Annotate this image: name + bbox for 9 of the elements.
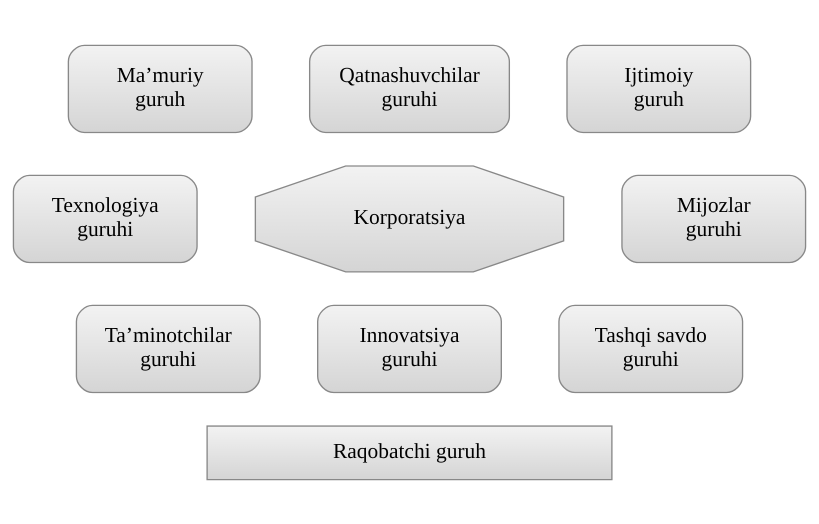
node-box: Mijozlar guruhi <box>621 174 806 263</box>
node-box: Ijtimoiy guruh <box>566 44 752 133</box>
node-box: Raqobatchi guruh <box>206 424 613 480</box>
node-box: Tashqi savdo guruhi <box>558 304 744 393</box>
node-box: Ma’muriy guruh <box>68 44 253 133</box>
node-box: Qatnashuvchilar guruhi <box>308 44 510 133</box>
node-box: Innovatsiya guruhi <box>317 304 502 393</box>
node-box: Ta’minotchilar guruhi <box>76 304 261 393</box>
node-box: Texnologiya guruhi <box>12 174 198 263</box>
